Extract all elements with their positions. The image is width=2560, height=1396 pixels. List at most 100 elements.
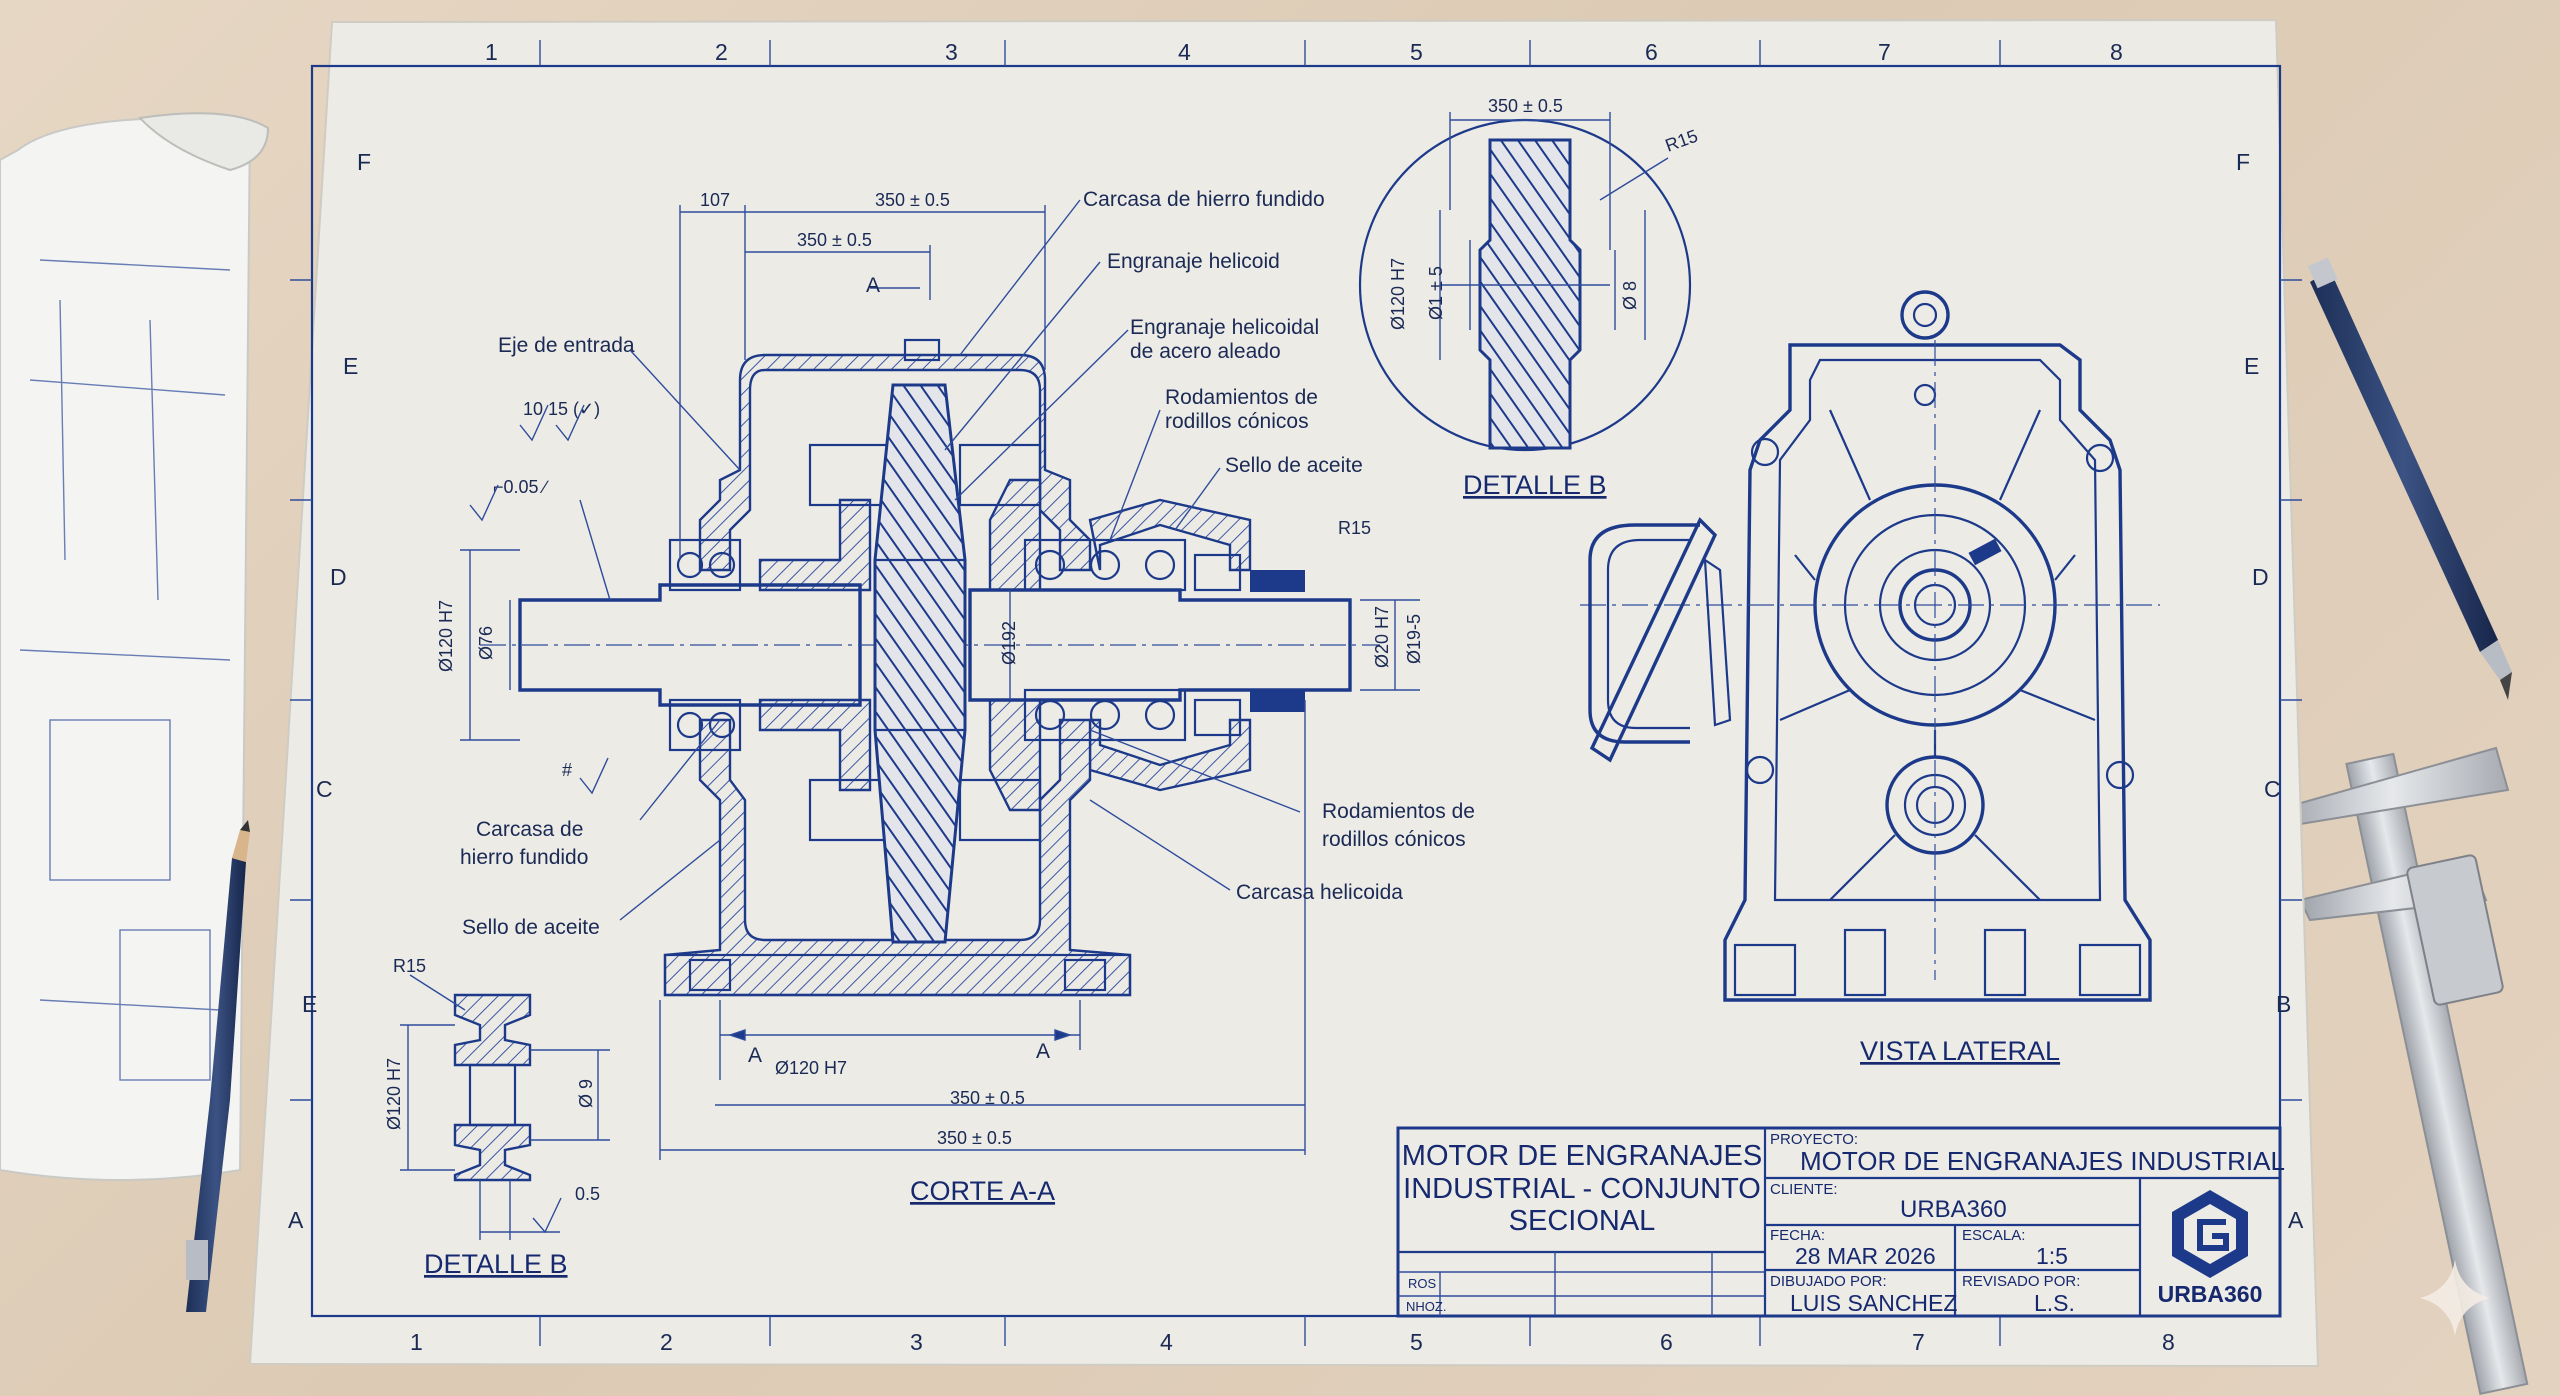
- title-block-dibujado-value: LUIS SANCHEZ: [1790, 1290, 1957, 1316]
- title-block-fecha-label: FECHA:: [1770, 1227, 1825, 1244]
- zone-labels-left: F E D C E A: [288, 149, 371, 1233]
- motor-adapter: [1588, 523, 1700, 744]
- title-block-fecha-value: 28 MAR 2026: [1795, 1243, 1936, 1269]
- zone-labels-top: 1 2 3 4 5 6 7 8: [485, 39, 2123, 65]
- foot-right: [1063, 958, 1107, 992]
- upper-idler-shaft-right: [958, 443, 1042, 507]
- housing-right-cover: [1088, 498, 1252, 572]
- callout-bearings-bottom-1: Rodamientos de: [1322, 800, 1475, 823]
- urba360-logo: URBA360: [2158, 1190, 2263, 1307]
- detail-top-1: Ø1 ± 5: [1426, 266, 1446, 320]
- zone-col-5: 5: [1410, 39, 1423, 65]
- logo-text: URBA360: [2158, 1281, 2263, 1307]
- side-housing-outline: [1723, 343, 2152, 1002]
- callout-housing-top: Carcasa de hierro fundido: [1083, 188, 1325, 211]
- caliper: [2274, 746, 2529, 1396]
- detail-b-bottom: [400, 974, 610, 1240]
- lower-idler-shaft-right: [958, 778, 1042, 842]
- title-block-revisado-value: L.S.: [2034, 1290, 2075, 1316]
- pencil-left: [186, 820, 250, 1312]
- dim-19: Ø19-5: [1404, 614, 1424, 664]
- surface-finish-3: #: [562, 760, 572, 780]
- zone-col-6-bottom: 6: [1660, 1329, 1673, 1355]
- title-block-main-line-1: MOTOR DE ENGRANAJES: [1402, 1140, 1762, 1172]
- base-feet: [1733, 928, 2142, 997]
- housing-right-cover-lower: [1088, 718, 1252, 792]
- detail-top-8: Ø 8: [1620, 281, 1640, 310]
- detail-bottom-120h7: Ø120 H7: [384, 1058, 404, 1130]
- zone-row-a-right: A: [2288, 1207, 2304, 1233]
- dimension-labels: 107 350 ± 0.5 350 ± 0.5 A A A Ø120 H7 35…: [436, 190, 1424, 1148]
- zone-row-c-left: C: [316, 776, 333, 802]
- oil-seal: [1250, 570, 1305, 712]
- motor-flange: [1589, 517, 1718, 763]
- section-mark-a-bottom-left: A: [748, 1044, 762, 1067]
- callout-seal-left: Sello de aceite: [462, 916, 600, 939]
- helical-gear: [873, 383, 967, 944]
- bearings-input: [668, 538, 742, 752]
- zone-row-f-right: F: [2236, 149, 2250, 175]
- zone-col-1-bottom: 1: [410, 1329, 423, 1355]
- title-block: [1396, 1126, 2282, 1318]
- dim-107: 107: [700, 190, 730, 210]
- zone-col-3-bottom: 3: [910, 1329, 923, 1355]
- detail-b-bottom-title: DETALLE B: [424, 1249, 568, 1279]
- side-view: [1580, 290, 2160, 1002]
- callout-bearings-top-1: Rodamientos de: [1165, 386, 1318, 409]
- zone-row-d-left: D: [330, 564, 347, 590]
- zone-ticks: [290, 40, 2302, 1346]
- vent-plug: [903, 338, 941, 362]
- section-mark-a-top: A: [866, 274, 880, 297]
- input-shaft: [518, 583, 862, 707]
- title-block-cliente-label: CLIENTE:: [1770, 1181, 1838, 1198]
- title-block-rev-row-1: ROS: [1408, 1276, 1437, 1291]
- drawing-border: [310, 64, 2282, 1318]
- zone-col-4: 4: [1178, 39, 1191, 65]
- callout-seal-top: Sello de aceite: [1225, 454, 1363, 477]
- title-block-proyecto-label: PROYECTO:: [1770, 1131, 1858, 1148]
- section-dimensions: [460, 205, 1420, 1160]
- callout-housing-left-1: Carcasa de: [476, 818, 583, 841]
- callout-housing-helical: Carcasa helicoida: [1236, 881, 1403, 904]
- callout-gear-alloy-2: de acero aleado: [1130, 340, 1281, 363]
- zone-col-2-bottom: 2: [660, 1329, 673, 1355]
- detail-gear-section: [1478, 138, 1582, 450]
- side-view-title: VISTA LATERAL: [1860, 1036, 2060, 1066]
- zone-labels-right: F E D C B A: [2236, 149, 2304, 1233]
- pencil-right: [2307, 257, 2512, 700]
- dim-120h7-bottom: Ø120 H7: [775, 1058, 847, 1078]
- detail-bottom-05: 0.5: [575, 1184, 600, 1204]
- callout-bearings-top-2: rodillos cónicos: [1165, 410, 1309, 433]
- zone-row-a-left: A: [288, 1207, 304, 1233]
- sparkle-icon: [2420, 1260, 2490, 1336]
- callout-gear-alloy-1: Engranaje helicoidal: [1130, 316, 1319, 339]
- callout-input-shaft: Eje de entrada: [498, 334, 635, 357]
- zone-col-5-bottom: 5: [1410, 1329, 1423, 1355]
- title-block-escala-value: 1:5: [2036, 1243, 2068, 1269]
- carrier-left: [758, 498, 872, 592]
- title-block-main-line-3: SECIONAL: [1509, 1205, 1656, 1237]
- housing-base: [663, 953, 1132, 997]
- zone-col-7: 7: [1878, 39, 1891, 65]
- dim-192: Ø192: [999, 621, 1019, 665]
- dim-350-inner: 350 ± 0.5: [797, 230, 872, 250]
- title-block-revisado-label: REVISADO POR:: [1962, 1273, 2080, 1290]
- finish-symbols: [469, 404, 609, 795]
- title-block-main-line-2: INDUSTRIAL - CONJUNTO: [1403, 1173, 1761, 1205]
- title-block-escala-label: ESCALA:: [1962, 1227, 2025, 1244]
- dim-120h7-left: Ø120 H7: [436, 600, 456, 672]
- lifting-eye: [1900, 290, 1950, 340]
- zone-col-8: 8: [2110, 39, 2123, 65]
- zone-row-c-right: C: [2264, 776, 2281, 802]
- zone-row-e-right: E: [2244, 353, 2259, 379]
- title-block-dibujado-label: DIBUJADO POR:: [1770, 1273, 1887, 1290]
- detail-b-top-title: DETALLE B: [1463, 470, 1607, 500]
- leader-lines: [579, 199, 1301, 921]
- zone-col-4-bottom: 4: [1160, 1329, 1173, 1355]
- dim-r15-section: R15: [1338, 518, 1371, 538]
- title-block-cliente-value: URBA360: [1900, 1196, 2007, 1223]
- zone-col-7-bottom: 7: [1912, 1329, 1925, 1355]
- zone-col-8-bottom: 8: [2162, 1329, 2175, 1355]
- detail-bottom-9: Ø 9: [576, 1079, 596, 1108]
- section-view: [480, 338, 1380, 997]
